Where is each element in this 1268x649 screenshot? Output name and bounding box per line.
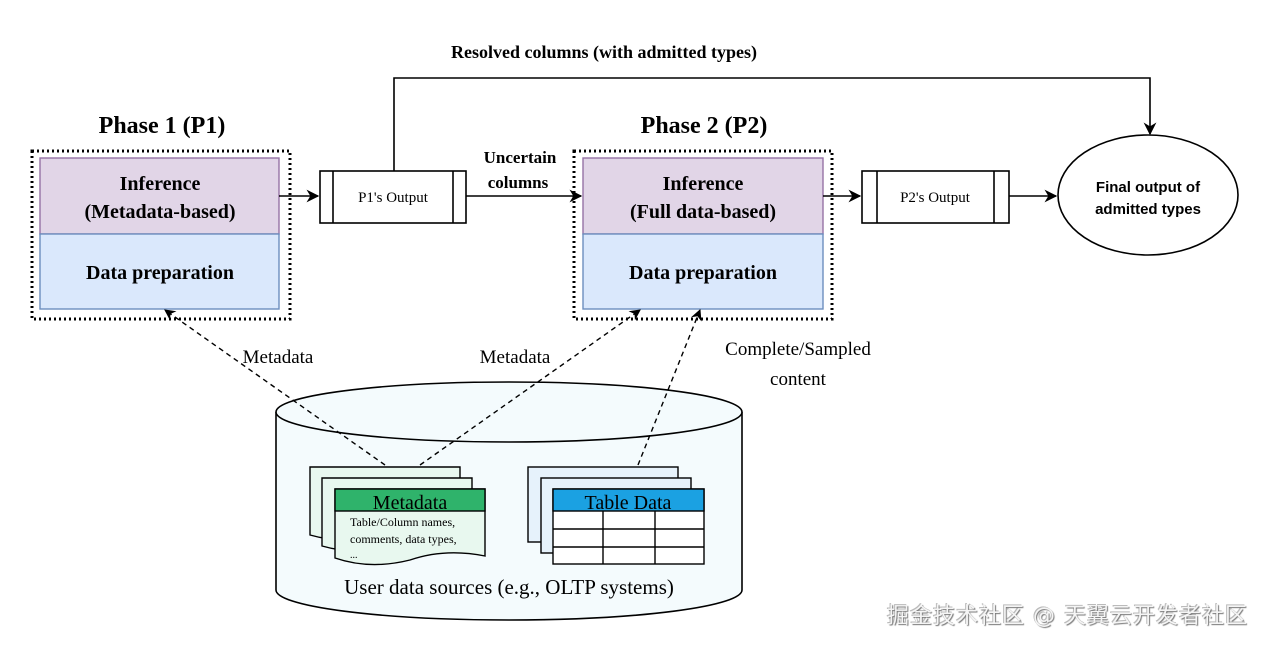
edge-metadata-label-1: Metadata xyxy=(243,347,314,368)
metadata-document-stack[interactable] xyxy=(309,466,486,566)
phase2-title: Phase 2 (P2) xyxy=(641,113,768,139)
metadata-doc-header: Metadata xyxy=(373,492,448,514)
table-data-header: Table Data xyxy=(585,492,672,514)
phase1-group xyxy=(30,149,292,321)
phase2-prep-box[interactable] xyxy=(582,233,824,310)
phase1-title: Phase 1 (P1) xyxy=(99,113,226,139)
phase1-inference-line1: Inference xyxy=(120,173,201,195)
p2-output-label: P2's Output xyxy=(900,190,971,206)
edge-content-label-line1: Complete/Sampled xyxy=(725,339,871,360)
table-data-stack[interactable] xyxy=(527,466,705,565)
data-source-label: User data sources (e.g., OLTP systems) xyxy=(344,575,674,599)
uncertain-label-line1: Uncertain xyxy=(484,148,557,167)
uncertain-label-line2: columns xyxy=(488,173,549,192)
p1-output-label: P1's Output xyxy=(358,190,429,206)
metadata-doc-line3: ... xyxy=(350,550,358,561)
phase1-prep-label: Data preparation xyxy=(86,262,234,284)
phase1-prep-box[interactable] xyxy=(39,233,280,310)
resolved-columns-label: Resolved columns (with admitted types) xyxy=(451,42,757,63)
data-source-cylinder[interactable] xyxy=(275,381,743,621)
edge-metadata-label-2: Metadata xyxy=(480,347,551,368)
content-edge-to-p2 xyxy=(637,308,702,466)
phase2-inference-line2: (Full data-based) xyxy=(630,201,776,223)
phase2-group xyxy=(572,149,834,321)
metadata-doc-line1: Table/Column names, xyxy=(350,515,455,529)
final-output-line2: admitted types xyxy=(1095,201,1201,218)
phase1-inference-line2: (Metadata-based) xyxy=(84,201,235,223)
final-output-node[interactable] xyxy=(1057,134,1239,256)
resolved-columns-edge xyxy=(393,77,1157,172)
p1-output-box[interactable] xyxy=(319,170,467,224)
final-output-line1: Final output of xyxy=(1096,179,1201,196)
metadata-doc-line2: comments, data types, xyxy=(350,532,457,546)
watermark: 掘金技术社区 @ 天翼云开发者社区 xyxy=(887,604,1248,629)
p2-output-box[interactable] xyxy=(861,170,1010,224)
phase2-inference-line1: Inference xyxy=(663,173,744,195)
phase2-prep-label: Data preparation xyxy=(629,262,777,284)
metadata-edge-to-p1 xyxy=(164,309,386,466)
edge-content-label-line2: content xyxy=(770,369,827,390)
